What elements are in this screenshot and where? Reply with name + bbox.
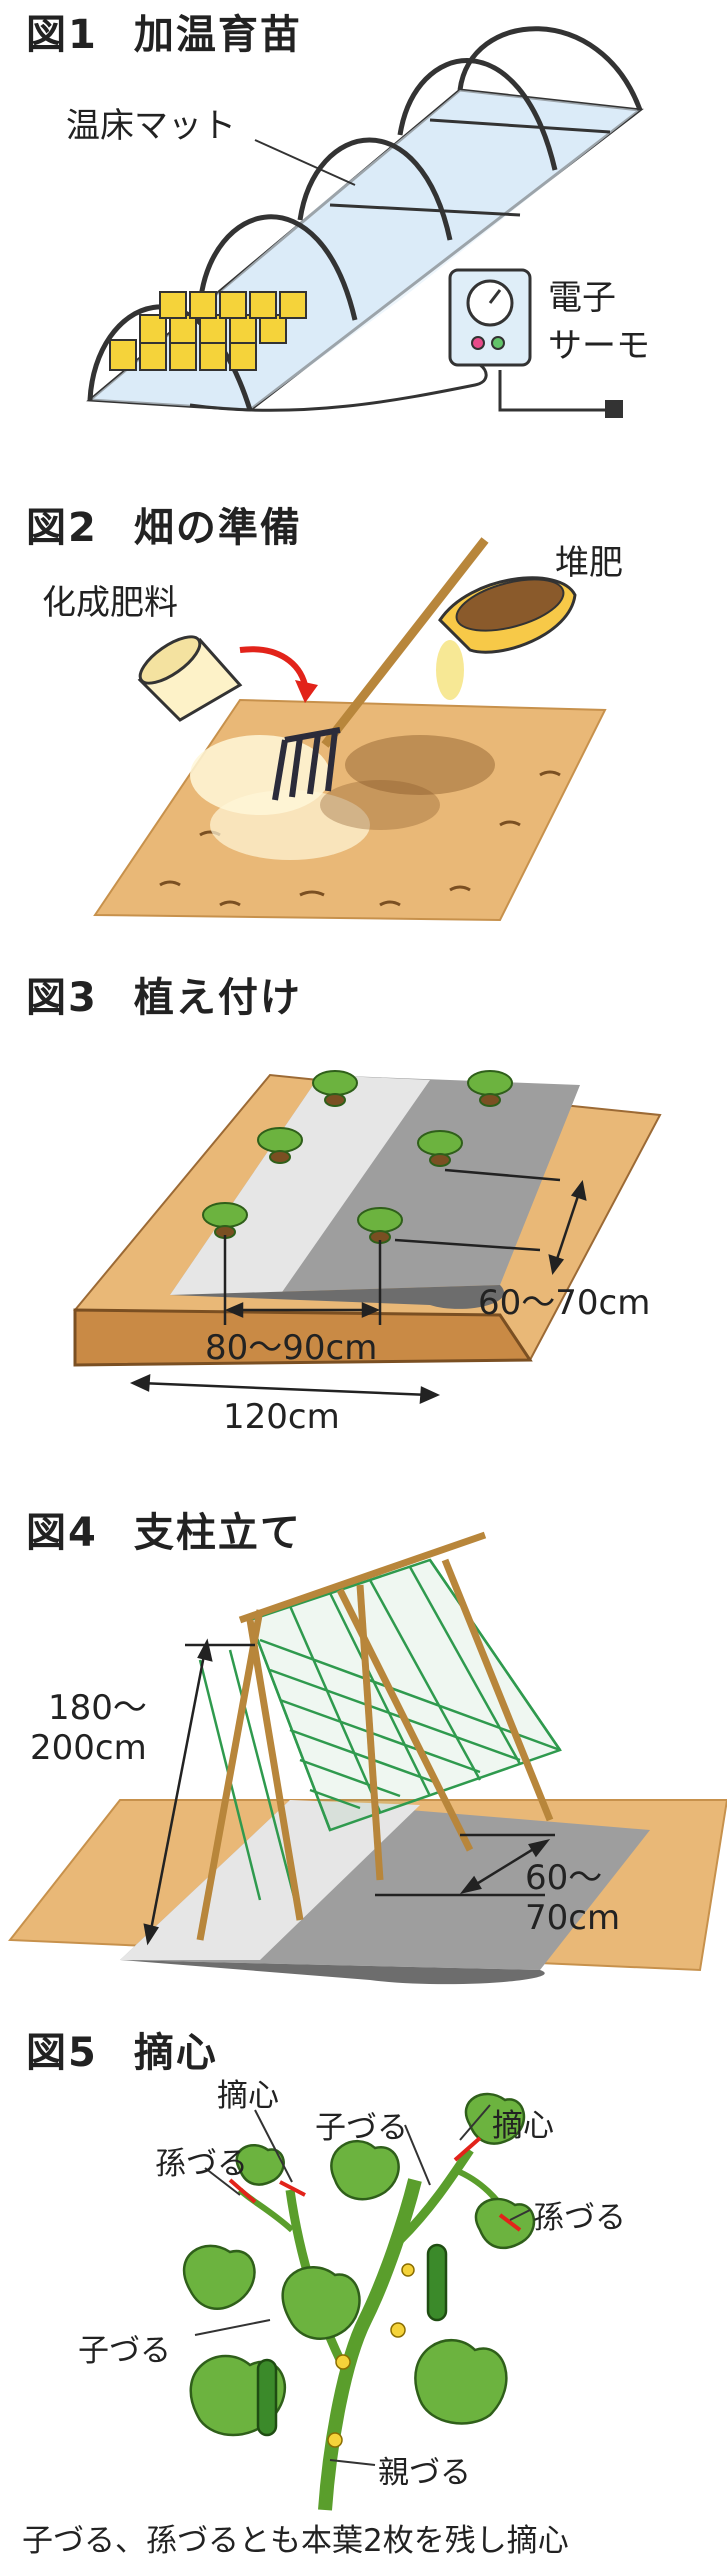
power-plug bbox=[605, 400, 623, 418]
figure-1-title: 図1 加温育苗 bbox=[26, 2, 302, 60]
fertilizer-label: 化成肥料 bbox=[42, 583, 178, 623]
figure-4-heading: 支柱立て bbox=[133, 1510, 302, 1556]
pinch-label-right: 摘心 bbox=[492, 2108, 554, 2144]
figure-5-caption: 子づる、孫づるとも本葉2枚を残し摘心 bbox=[22, 2523, 569, 2559]
trellis-dimension-lines bbox=[143, 1638, 555, 1946]
trellis-height-label-line2: 200cm bbox=[30, 1728, 147, 1768]
figure-5-number: 図5 bbox=[26, 2030, 98, 2076]
pinching-illustration bbox=[182, 2092, 536, 2511]
trellis-spacing-label-line2: 70cm bbox=[525, 1898, 621, 1938]
soil-marks bbox=[159, 770, 561, 907]
cucumbers bbox=[256, 2243, 448, 2437]
thermostat-label-line1: 電子 bbox=[548, 278, 616, 318]
trellis-spacing-label-line1: 60〜 bbox=[525, 1858, 603, 1898]
pour-arrow bbox=[239, 646, 308, 686]
child-vine-label-top: 子づる bbox=[315, 2110, 408, 2146]
compost-falling bbox=[436, 640, 464, 700]
pinch-marks bbox=[228, 2136, 522, 2232]
figure-2-title: 図2 畑の準備 bbox=[26, 495, 302, 553]
row-spacing-label: 60〜70cm bbox=[478, 1283, 651, 1323]
dimension-lines bbox=[129, 1168, 587, 1404]
tunnel-nursery-illustration bbox=[86, 26, 644, 418]
trellis-poles bbox=[196, 1531, 554, 1941]
planting-illustration bbox=[73, 1070, 662, 1404]
hoop-2 bbox=[197, 214, 358, 321]
hoop-5 bbox=[457, 26, 643, 111]
figure-4: 図4 支柱立て bbox=[0, 1500, 727, 2000]
compost-label: 堆肥 bbox=[555, 543, 623, 583]
trellis-height-label-line1: 180〜 bbox=[48, 1688, 147, 1728]
figure-5-title: 図5 摘心 bbox=[26, 2020, 218, 2078]
parent-vine-label: 親づる bbox=[378, 2455, 471, 2491]
fertilizer-container bbox=[137, 635, 243, 722]
pinch-label-left: 摘心 bbox=[217, 2078, 279, 2114]
label-leaders bbox=[194, 2104, 531, 2466]
thermostat-device bbox=[448, 268, 532, 367]
figure-1-number: 図1 bbox=[26, 12, 98, 58]
trellis-net bbox=[198, 1558, 562, 1921]
hoop-3 bbox=[297, 137, 453, 241]
heat-mat-label: 温床マット bbox=[66, 106, 236, 146]
child-vine-label-bottom: 子づる bbox=[78, 2333, 171, 2369]
figure-3-title: 図3 植え付け bbox=[26, 965, 302, 1023]
field-preparation-illustration bbox=[93, 537, 607, 922]
grandchild-vine-label-right: 孫づる bbox=[533, 2200, 626, 2236]
figure-1: 図1 加温育苗 bbox=[0, 0, 727, 450]
cucumber-leaves bbox=[182, 2092, 536, 2437]
tunnel-cover bbox=[90, 90, 640, 410]
figure-4-number: 図4 bbox=[26, 1510, 98, 1556]
figure-2: 図2 畑の準備 bbox=[0, 495, 727, 965]
figure-2-number: 図2 bbox=[26, 505, 98, 551]
flowers bbox=[327, 2263, 415, 2448]
figure-5: 図5 摘心 bbox=[0, 2020, 727, 2511]
parent-vine-stem bbox=[318, 2178, 422, 2511]
figure-3: 図3 植え付け bbox=[0, 965, 727, 1460]
bed-width-label: 120cm bbox=[223, 1397, 340, 1437]
trellis-illustration bbox=[8, 1531, 727, 1985]
plant-spacing-label: 80〜90cm bbox=[205, 1328, 378, 1368]
thermostat-indicator-red bbox=[471, 336, 485, 350]
fork-head bbox=[272, 727, 341, 801]
figure-2-heading: 畑の準備 bbox=[133, 505, 302, 551]
thermostat-label-line2: サーモ bbox=[548, 326, 650, 366]
compost-spread bbox=[320, 735, 495, 830]
seedling-pots bbox=[109, 291, 307, 371]
fork-handle bbox=[321, 537, 489, 748]
figure-3-number: 図3 bbox=[26, 975, 98, 1021]
figure-5-heading: 摘心 bbox=[133, 2030, 218, 2076]
figure-4-title: 図4 支柱立て bbox=[26, 1500, 302, 1558]
figure-3-heading: 植え付け bbox=[133, 975, 302, 1021]
grandchild-vine-label-left: 孫づる bbox=[155, 2146, 248, 2182]
thermostat-indicator-green bbox=[491, 336, 505, 350]
bed-front-face bbox=[73, 1308, 533, 1367]
hoop-1 bbox=[87, 304, 253, 411]
figure-1-heading: 加温育苗 bbox=[133, 12, 302, 58]
seedlings bbox=[202, 1070, 513, 1244]
compost-basket bbox=[438, 576, 577, 654]
child-vine-right-stem bbox=[396, 2147, 474, 2244]
